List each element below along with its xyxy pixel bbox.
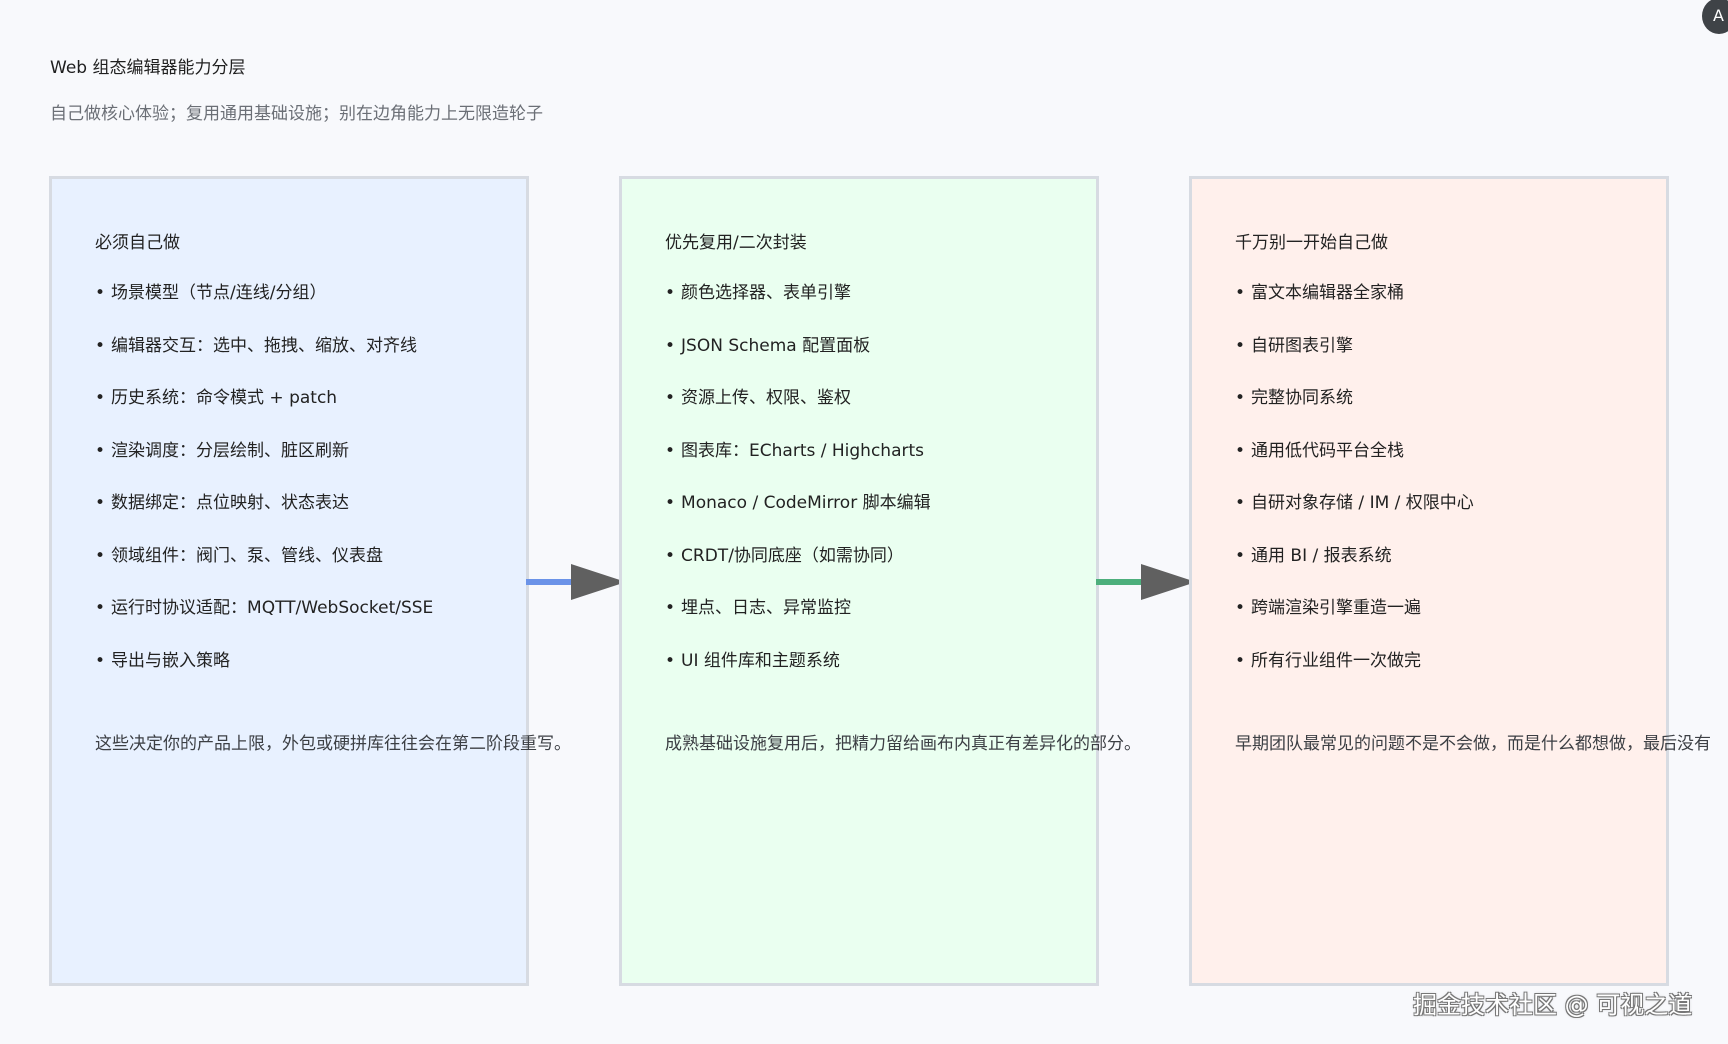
list-item: •所有行业组件一次做完 <box>1235 649 1474 702</box>
list-item-text: 富文本编辑器全家桶 <box>1251 283 1405 303</box>
bullet-icon: • <box>95 388 106 408</box>
list-item-text: 领域组件：阀门、泵、管线、仪表盘 <box>111 545 384 566</box>
bullet-icon: • <box>95 335 106 356</box>
bullet-icon: • <box>665 650 676 671</box>
list-item: •完整协同系统 <box>1235 386 1474 439</box>
list-item-text: 图表库：ECharts / Highcharts <box>681 440 925 461</box>
list-item: •导出与嵌入策略 <box>95 649 433 702</box>
column-heading: 必须自己做 <box>95 233 180 253</box>
list-item-text: CRDT/协同底座（如需协同） <box>681 545 904 566</box>
list-item: •数据绑定：点位映射、状态表达 <box>95 491 433 544</box>
flow-arrow-right-icon <box>526 564 626 600</box>
list-item: •领域组件：阀门、泵、管线、仪表盘 <box>95 544 433 597</box>
bullet-icon: • <box>95 283 106 303</box>
column-item-list: •场景模型（节点/连线/分组） •编辑器交互：选中、拖拽、缩放、对齐线 •历史系… <box>95 281 433 701</box>
list-item-text: JSON Schema 配置面板 <box>681 335 871 356</box>
column-note: 早期团队最常见的问题不是不会做，而是什么都想做，最后没有 <box>1235 734 1711 754</box>
list-item: •渲染调度：分层绘制、脏区刷新 <box>95 439 433 492</box>
bullet-icon: • <box>665 493 676 513</box>
list-item-text: 埋点、日志、异常监控 <box>681 598 852 618</box>
bullet-icon: • <box>665 283 676 303</box>
list-item-text: 通用 BI / 报表系统 <box>1251 545 1392 566</box>
list-item-text: 历史系统：命令模式 + patch <box>111 388 338 408</box>
column-heading: 千万别一开始自己做 <box>1235 233 1388 253</box>
bullet-icon: • <box>95 440 106 461</box>
bullet-icon: • <box>665 388 676 408</box>
list-item: •自研对象存储 / IM / 权限中心 <box>1235 491 1474 544</box>
bullet-icon: • <box>665 335 676 356</box>
flow-arrow-right-icon <box>1096 564 1196 600</box>
list-item-text: 数据绑定：点位映射、状态表达 <box>111 493 350 513</box>
list-item: •埋点、日志、异常监控 <box>665 596 931 649</box>
list-item: •图表库：ECharts / Highcharts <box>665 439 931 492</box>
list-item: •场景模型（节点/连线/分组） <box>95 281 433 334</box>
bullet-icon: • <box>95 598 106 618</box>
bullet-icon: • <box>95 545 106 566</box>
list-item: •编辑器交互：选中、拖拽、缩放、对齐线 <box>95 334 433 387</box>
list-item-text: 编辑器交互：选中、拖拽、缩放、对齐线 <box>111 335 418 356</box>
page-title: Web 组态编辑器能力分层 <box>50 58 246 78</box>
column-build-yourself: 必须自己做 •场景模型（节点/连线/分组） •编辑器交互：选中、拖拽、缩放、对齐… <box>49 176 571 986</box>
bullet-icon: • <box>1235 493 1246 513</box>
list-item: •CRDT/协同底座（如需协同） <box>665 544 931 597</box>
bullet-icon: • <box>665 598 676 618</box>
list-item: •历史系统：命令模式 + patch <box>95 386 433 439</box>
list-item-text: 自研对象存储 / IM / 权限中心 <box>1251 493 1474 513</box>
bullet-icon: • <box>665 440 676 461</box>
list-item: •颜色选择器、表单引擎 <box>665 281 931 334</box>
bullet-icon: • <box>95 493 106 513</box>
bullet-icon: • <box>1235 283 1246 303</box>
arrow-head <box>1141 564 1196 600</box>
translate-icon[interactable]: A <box>1702 0 1728 34</box>
bullet-icon: • <box>1235 335 1246 356</box>
bullet-icon: • <box>1235 598 1246 618</box>
column-item-list: •富文本编辑器全家桶 •自研图表引擎 •完整协同系统 •通用低代码平台全栈 •自… <box>1235 281 1474 701</box>
page-subtitle: 自己做核心体验；复用通用基础设施；别在边角能力上无限造轮子 <box>50 104 543 124</box>
bullet-icon: • <box>665 545 676 566</box>
list-item: •自研图表引擎 <box>1235 334 1474 387</box>
list-item-text: 场景模型（节点/连线/分组） <box>111 283 327 303</box>
list-item: •UI 组件库和主题系统 <box>665 649 931 702</box>
list-item-text: 跨端渲染引擎重造一遍 <box>1251 598 1422 618</box>
list-item: •JSON Schema 配置面板 <box>665 334 931 387</box>
list-item-text: 通用低代码平台全栈 <box>1251 440 1405 461</box>
arrow-head <box>571 564 626 600</box>
list-item: •通用低代码平台全栈 <box>1235 439 1474 492</box>
list-item-text: 颜色选择器、表单引擎 <box>681 283 852 303</box>
list-item: •运行时协议适配：MQTT/WebSocket/SSE <box>95 596 433 649</box>
list-item-text: Monaco / CodeMirror 脚本编辑 <box>681 493 931 513</box>
list-item-text: 所有行业组件一次做完 <box>1251 650 1422 671</box>
list-item-text: 运行时协议适配：MQTT/WebSocket/SSE <box>111 598 434 618</box>
bullet-icon: • <box>1235 545 1246 566</box>
column-note: 成熟基础设施复用后，把精力留给画布内真正有差异化的部分。 <box>665 734 1141 754</box>
column-dont-build: 千万别一开始自己做 •富文本编辑器全家桶 •自研图表引擎 •完整协同系统 •通用… <box>1189 176 1711 986</box>
list-item-text: 导出与嵌入策略 <box>111 650 231 671</box>
column-note: 这些决定你的产品上限，外包或硬拼库往往会在第二阶段重写。 <box>95 734 571 754</box>
bullet-icon: • <box>95 650 106 671</box>
list-item: •跨端渲染引擎重造一遍 <box>1235 596 1474 649</box>
list-item-text: 完整协同系统 <box>1251 388 1354 408</box>
column-reuse-wrap: 优先复用/二次封装 •颜色选择器、表单引擎 •JSON Schema 配置面板 … <box>619 176 1141 986</box>
list-item: •Monaco / CodeMirror 脚本编辑 <box>665 491 931 544</box>
bullet-icon: • <box>1235 650 1246 671</box>
list-item-text: UI 组件库和主题系统 <box>681 650 840 671</box>
list-item: •资源上传、权限、鉴权 <box>665 386 931 439</box>
bullet-icon: • <box>1235 388 1246 408</box>
list-item: •富文本编辑器全家桶 <box>1235 281 1474 334</box>
list-item: •通用 BI / 报表系统 <box>1235 544 1474 597</box>
watermark: 掘金技术社区 @ 可视之道 <box>1413 991 1693 1019</box>
list-item-text: 资源上传、权限、鉴权 <box>681 388 852 408</box>
bullet-icon: • <box>1235 440 1246 461</box>
column-heading: 优先复用/二次封装 <box>665 233 807 253</box>
column-item-list: •颜色选择器、表单引擎 •JSON Schema 配置面板 •资源上传、权限、鉴… <box>665 281 931 701</box>
list-item-text: 渲染调度：分层绘制、脏区刷新 <box>111 440 350 461</box>
list-item-text: 自研图表引擎 <box>1251 335 1354 356</box>
